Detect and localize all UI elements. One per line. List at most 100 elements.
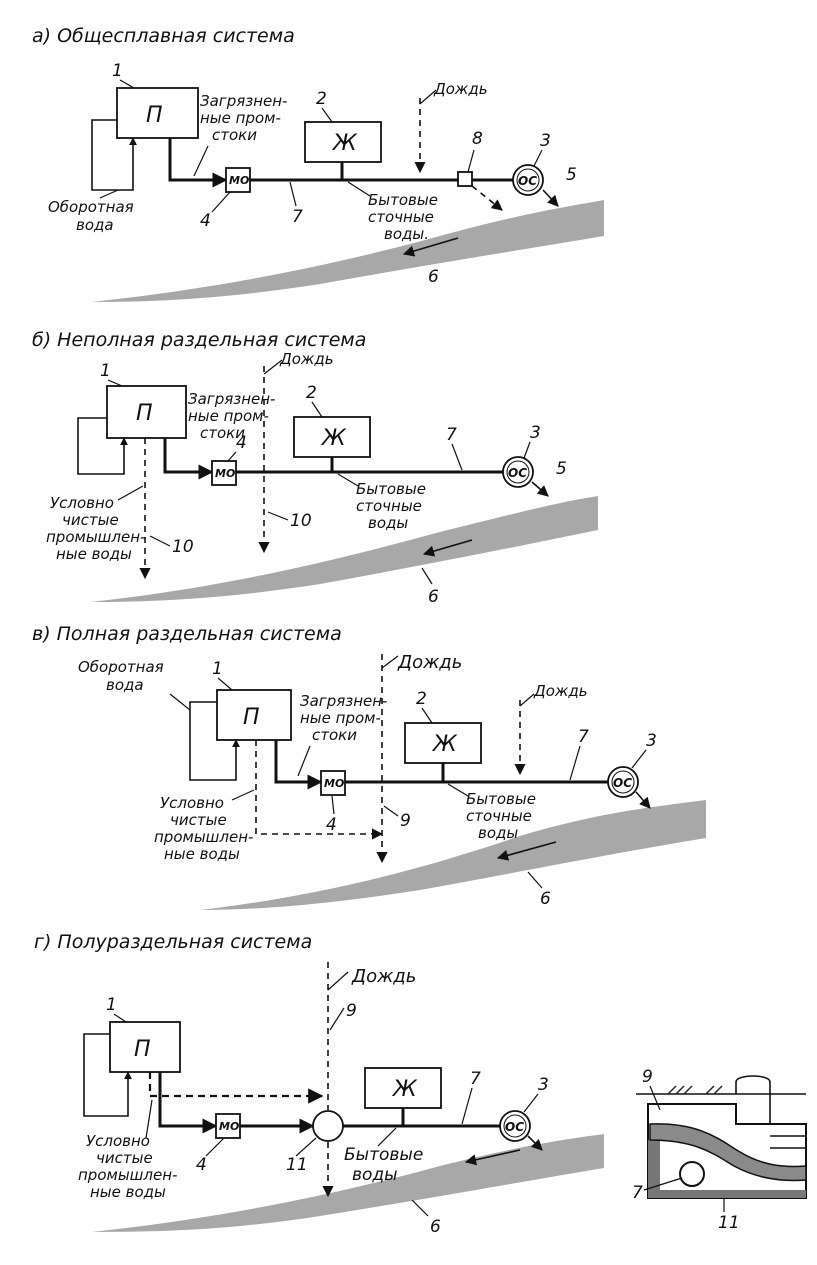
river-c	[200, 800, 706, 910]
box-p-b: П	[136, 401, 153, 426]
overflow-arrow-a	[471, 185, 503, 211]
domestic-label-d-1: Бытовые	[344, 1145, 423, 1165]
clean-label-b-4: ные воды	[56, 545, 132, 563]
mo-box-a	[225, 167, 251, 193]
num-1-a: 1	[112, 61, 123, 81]
num-9-detail: 9	[642, 1067, 653, 1087]
num-2-b: 2	[306, 383, 317, 403]
river-flow-arrow-c	[496, 841, 557, 861]
clean-label-b-3: промышлен-	[46, 528, 145, 546]
oc-a: ОС	[518, 174, 537, 188]
river-flow-arrow-d	[464, 1149, 521, 1166]
domestic-label-c-2: сточные	[466, 807, 532, 825]
residential-box-b	[293, 416, 371, 458]
residential-box-d	[364, 1067, 442, 1109]
pipe-plant-to-mo-a	[168, 138, 228, 188]
rain-label-b: Дождь	[279, 350, 334, 368]
num-6-a: 6	[428, 267, 439, 287]
num-1-d: 1	[106, 995, 117, 1015]
dirty-label-c-3: стоки	[312, 726, 357, 744]
clean-water-line-d	[148, 1072, 324, 1104]
num-1-c: 1	[212, 659, 223, 679]
box-zh-a: Ж	[331, 131, 358, 156]
industrial-plant-box-a	[116, 87, 199, 139]
clean-label-c-2: чистые	[170, 811, 227, 829]
recycle-loop-c	[189, 701, 240, 781]
recycle-loop-a	[91, 119, 137, 191]
domestic-label-b-1: Бытовые	[356, 480, 426, 498]
num-2-c: 2	[416, 689, 427, 709]
mo-a: МО	[229, 174, 249, 187]
domestic-label-b-3: воды	[368, 514, 408, 532]
separation-chamber-section: 9 7 11	[632, 1067, 807, 1233]
discharge-arrow-c	[635, 791, 651, 809]
num-9-d: 9	[346, 1001, 357, 1021]
panel-a-title: а) Общесплавная система	[32, 25, 295, 47]
industrial-plant-box-c	[216, 689, 292, 741]
box-zh-b: Ж	[320, 426, 347, 451]
box-p-a: П	[146, 103, 163, 128]
rain-label-c-b: Дождь	[533, 682, 588, 700]
num-4-b: 4	[236, 433, 247, 453]
num-6-b: 6	[428, 587, 439, 607]
num-10b-b: 10	[290, 511, 312, 531]
domestic-label-a-1: Бытовые	[368, 191, 438, 209]
rain-label-a: Дождь	[433, 80, 488, 98]
recycled-label-c-2: вода	[106, 676, 144, 694]
clean-label-d-1: Условно	[86, 1132, 150, 1150]
num-3-d: 3	[538, 1075, 549, 1095]
discharge-arrow-a	[542, 189, 559, 207]
recycled-label-c-1: Оборотная	[78, 658, 164, 676]
mo-box-d	[215, 1113, 241, 1139]
separation-chamber-d	[312, 1110, 344, 1142]
recycled-label-a-1: Оборотная	[48, 198, 134, 216]
recycle-loop-d	[83, 1033, 132, 1117]
dirty-label-a-2: ные пром-	[200, 109, 281, 127]
panel-a: а) Общесплавная система П Ж МО ОС Дождь …	[32, 25, 604, 302]
num-6-d: 6	[430, 1217, 441, 1237]
pipe-plant-to-mo-b	[163, 438, 214, 480]
num-11-d: 11	[286, 1155, 308, 1175]
dirty-label-b-2: ные пром-	[188, 407, 269, 425]
mo-c: МО	[324, 777, 344, 790]
num-5-b: 5	[556, 459, 567, 479]
num-7-b: 7	[446, 425, 457, 445]
panel-d: г) Полураздельная система П Ж МО ОС Дожд…	[34, 931, 807, 1237]
num-4-c: 4	[326, 815, 337, 835]
domestic-label-c-1: Бытовые	[466, 790, 536, 808]
dirty-label-a-1: Загрязнен-	[200, 92, 287, 110]
recycle-loop-b	[77, 417, 128, 475]
panel-d-title: г) Полураздельная система	[34, 931, 312, 953]
pipe-plant-to-mo-d	[158, 1072, 218, 1134]
num-3-c: 3	[646, 731, 657, 751]
domestic-label-a-3: воды.	[384, 225, 429, 243]
oc-c: ОС	[613, 776, 632, 790]
mo-b: МО	[215, 467, 235, 480]
dirty-label-b-1: Загрязнен-	[188, 390, 275, 408]
num-4-d: 4	[196, 1155, 207, 1175]
box-zh-c: Ж	[431, 732, 458, 757]
river-flow-arrow-a	[402, 237, 459, 257]
clean-label-d-4: ные воды	[90, 1183, 166, 1201]
pipe-plant-to-mo-c	[274, 740, 323, 790]
clean-label-d-3: промышлен-	[78, 1166, 177, 1184]
discharge-arrow-d	[527, 1135, 543, 1151]
recycled-label-a-2: вода	[76, 216, 114, 234]
box-p-c: П	[243, 705, 260, 730]
num-3-a: 3	[540, 131, 551, 151]
num-1-b: 1	[100, 361, 111, 381]
residential-box-c	[404, 722, 482, 764]
panel-b: б) Неполная раздельная система П Ж МО ОС…	[32, 329, 598, 607]
dirty-label-c-1: Загрязнен-	[300, 692, 387, 710]
dirty-label-b-3: стоки	[200, 424, 245, 442]
clean-label-b-2: чистые	[62, 511, 119, 529]
manhole-neck	[735, 1075, 771, 1124]
chamber-base	[648, 1140, 806, 1198]
num-6-c: 6	[540, 889, 551, 909]
river-flow-arrow-b	[422, 539, 473, 557]
domestic-label-d-2: воды	[352, 1165, 398, 1185]
num-7-d: 7	[470, 1069, 481, 1089]
oc-b: ОС	[508, 466, 527, 480]
rain-label-c-a: Дождь	[397, 652, 462, 673]
